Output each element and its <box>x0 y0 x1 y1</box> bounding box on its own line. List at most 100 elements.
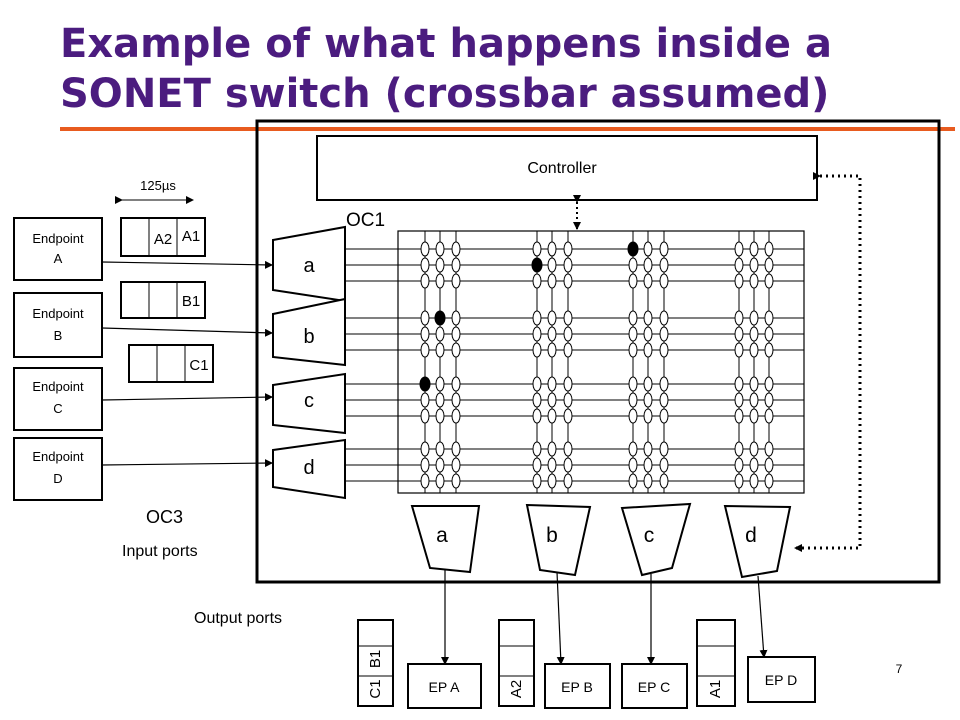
oc1-label: OC1 <box>346 210 385 231</box>
crossbar-node-open <box>420 408 430 424</box>
crossbar-node-open <box>563 257 573 273</box>
timing-label: 125µs <box>140 178 176 193</box>
endpoint-link <box>101 327 273 337</box>
crossbar-node-open <box>628 376 638 392</box>
crossbar-node-open <box>563 408 573 424</box>
crossbar-node-closed <box>531 257 543 273</box>
endpoint-d-box <box>13 437 103 501</box>
crossbar-node-open <box>547 273 557 289</box>
output-frame-b-cell-1: A2 <box>508 680 525 698</box>
output-frame-c <box>696 619 736 707</box>
crossbar-node-open <box>628 457 638 473</box>
crossbar-node-open <box>764 326 774 342</box>
input-frame-b-cell-3: B1 <box>182 293 200 310</box>
crossbar-node-open <box>451 441 461 457</box>
crossbar-node-open <box>749 392 759 408</box>
crossbar-node-open <box>420 257 430 273</box>
input-mux-b <box>272 297 346 367</box>
slide-title-line-2: SONET switch (crossbar assumed) <box>60 71 830 117</box>
output-demux-a <box>410 505 481 574</box>
slide-title-line-1: Example of what happens inside a <box>60 21 832 67</box>
crossbar-node-open <box>451 241 461 257</box>
crossbar-node-open <box>764 392 774 408</box>
crossbar-node-open <box>563 473 573 489</box>
crossbar-node-open <box>734 376 744 392</box>
output-link <box>556 571 565 665</box>
output-ep-d-label: EP D <box>765 672 797 688</box>
input-mux-a-label: a <box>303 255 315 277</box>
crossbar-node-open <box>734 257 744 273</box>
output-demux-b-label: b <box>546 524 558 547</box>
endpoint-a-label-2: A <box>54 251 63 266</box>
crossbar-node-open <box>659 273 669 289</box>
crossbar-node-open <box>563 326 573 342</box>
crossbar-node-open <box>734 473 744 489</box>
crossbar-node-open <box>451 273 461 289</box>
output-ep-b-box <box>544 663 611 709</box>
crossbar-node-open <box>643 408 653 424</box>
crossbar-node-open <box>628 392 638 408</box>
crossbar-node-open <box>451 457 461 473</box>
crossbar-node-open <box>628 273 638 289</box>
crossbar-node-open <box>734 310 744 326</box>
crossbar-node-open <box>643 342 653 358</box>
crossbar-node-open <box>734 392 744 408</box>
crossbar-node-open <box>547 408 557 424</box>
output-ep-d-box <box>747 656 816 703</box>
crossbar-node-open <box>764 441 774 457</box>
crossbar-node-open <box>749 342 759 358</box>
crossbar-node-open <box>628 310 638 326</box>
crossbar-node-open <box>420 342 430 358</box>
crossbar-node-open <box>547 257 557 273</box>
crossbar-node-closed <box>419 376 431 392</box>
crossbar-node-open <box>659 376 669 392</box>
input-ports-label: Input ports <box>122 543 198 560</box>
input-mux-d <box>272 438 346 500</box>
crossbar-node-open <box>563 441 573 457</box>
crossbar-node-open <box>628 257 638 273</box>
endpoint-d-label-1: Endpoint <box>32 449 84 464</box>
output-frame-c-cell-1: A1 <box>707 680 724 698</box>
crossbar-node-open <box>532 326 542 342</box>
crossbar-node-open <box>764 376 774 392</box>
output-ports-label: Output ports <box>194 610 282 627</box>
crossbar-node-open <box>628 326 638 342</box>
crossbar-node-open <box>532 392 542 408</box>
crossbar-node-open <box>734 273 744 289</box>
crossbar-node-open <box>659 310 669 326</box>
crossbar-node-open <box>532 441 542 457</box>
endpoint-b-label-2: B <box>54 328 63 343</box>
crossbar-node-open <box>435 326 445 342</box>
crossbar-node-open <box>547 473 557 489</box>
crossbar-node-open <box>764 241 774 257</box>
crossbar-node-open <box>451 257 461 273</box>
crossbar-node-open <box>563 241 573 257</box>
crossbar-node-closed <box>627 241 639 257</box>
endpoint-b-label-1: Endpoint <box>32 306 84 321</box>
controller-label: Controller <box>527 160 597 177</box>
input-mux-b-label: b <box>303 326 314 348</box>
crossbar-node-open <box>420 473 430 489</box>
crossbar-node-open <box>749 408 759 424</box>
endpoint-link <box>101 393 273 402</box>
crossbar-node-open <box>643 273 653 289</box>
crossbar-node-open <box>435 241 445 257</box>
crossbar-node-open <box>659 457 669 473</box>
endpoint-c-label-1: Endpoint <box>32 379 84 394</box>
output-frame-b <box>498 619 535 707</box>
crossbar-node-open <box>764 473 774 489</box>
crossbar-node-open <box>659 473 669 489</box>
input-frame-a-cell-2: A2 <box>154 231 172 248</box>
switch-box <box>255 119 941 584</box>
crossbar-node-open <box>643 257 653 273</box>
crossbar-node-open <box>435 408 445 424</box>
crossbar-node-open <box>420 392 430 408</box>
crossbar-node-open <box>643 376 653 392</box>
crossbar-node-open <box>451 473 461 489</box>
output-frame-a-cell-2: B1 <box>367 650 384 668</box>
crossbar-node-open <box>764 457 774 473</box>
crossbar-node-open <box>435 392 445 408</box>
crossbar-node-open <box>435 473 445 489</box>
output-ep-a-box <box>407 663 482 709</box>
